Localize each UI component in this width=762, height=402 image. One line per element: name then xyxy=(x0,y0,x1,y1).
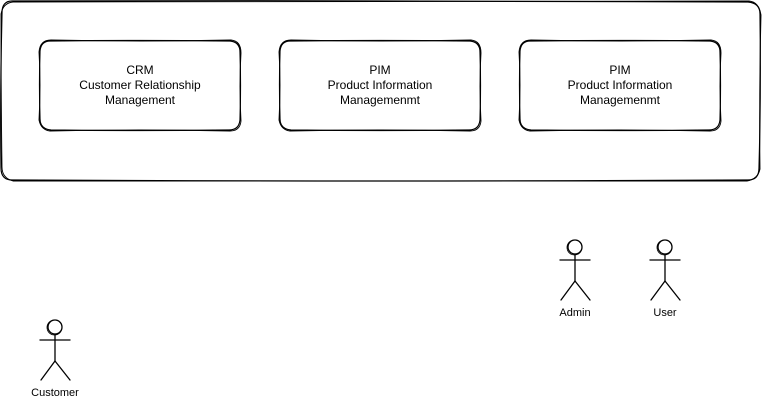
box-crm-label: CRM Customer Relationship Management xyxy=(40,63,240,108)
box-crm-line-3: Management xyxy=(104,93,176,107)
box-pim-1-line-1: PIM xyxy=(369,63,391,77)
box-pim-2-line-1: PIM xyxy=(609,63,631,77)
actor-user-label: User xyxy=(653,307,677,319)
box-pim-2 xyxy=(518,39,722,132)
box-pim-1-line-3: Managemenmt xyxy=(339,93,421,107)
actor-admin-figure xyxy=(559,239,591,301)
box-crm-line-1: CRM xyxy=(126,63,154,77)
actor-admin-label: Admin xyxy=(559,307,591,319)
box-pim-1 xyxy=(278,39,482,132)
box-crm xyxy=(38,39,242,132)
box-pim-2-label: PIM Product Information Managemenmt xyxy=(520,63,720,108)
box-pim-1-line-2: Product Information xyxy=(327,78,433,92)
actor-user-figure xyxy=(649,239,681,301)
actor-customer-figure xyxy=(39,319,71,381)
actor-customer-label: Customer xyxy=(31,387,79,399)
box-crm-line-2: Customer Relationship xyxy=(79,78,201,92)
box-pim-2-line-2: Product Information xyxy=(567,78,673,92)
box-pim-1-label: PIM Product Information Managemenmt xyxy=(280,63,480,108)
box-pim-2-line-3: Managemenmt xyxy=(579,93,661,107)
system-container xyxy=(0,0,762,182)
